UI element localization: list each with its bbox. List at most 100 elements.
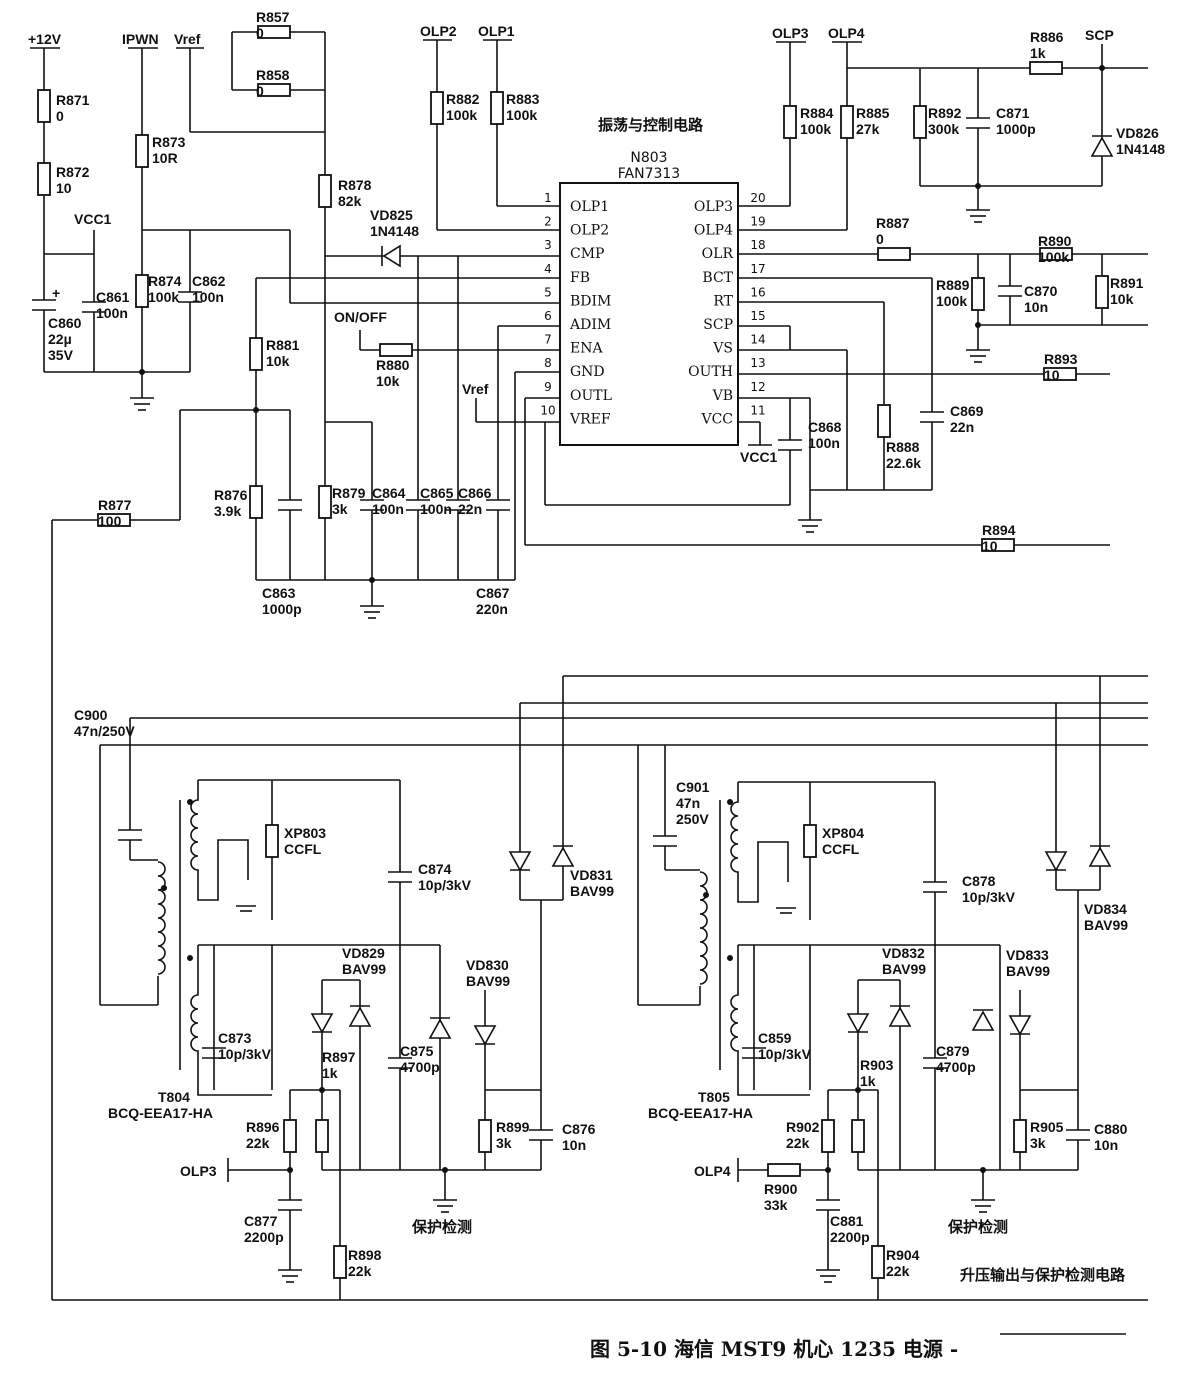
component-value: 100k — [148, 289, 179, 305]
ic-pin-number: 15 — [750, 309, 765, 323]
component-value: 10R — [152, 150, 178, 166]
component-ref: R874 — [148, 273, 182, 289]
component-ref: C879 — [936, 1043, 970, 1059]
component-value-2: 35V — [48, 347, 74, 363]
ic-part: FAN7313 — [618, 166, 680, 182]
component-ref: R896 — [246, 1119, 280, 1135]
net-label-vcc1-2: VCC1 — [740, 449, 778, 465]
component-ref: C901 — [676, 779, 710, 795]
component-labels: R8710R87210C86022µ35V+C861100nR87310RR87… — [48, 9, 1165, 1279]
ic-pin-name: OLP2 — [570, 223, 609, 239]
component-ref: C862 — [192, 273, 226, 289]
component-value: 10 — [1044, 367, 1060, 383]
component-value: 22n — [950, 419, 974, 435]
resistor-xp804 — [803, 824, 817, 858]
component-value: 22k — [786, 1135, 810, 1151]
net-label-vref: Vref — [174, 31, 201, 47]
capacitor-c868 — [776, 439, 804, 451]
component-value: 100k — [1038, 249, 1069, 265]
ground-symbol — [130, 397, 154, 411]
component-value: 10n — [562, 1137, 586, 1153]
ic-pin-name: BDIM — [570, 293, 611, 309]
component-value: 10p/3kV — [962, 889, 1016, 905]
component-value: 3k — [1030, 1135, 1046, 1151]
component-ref: C875 — [400, 1043, 434, 1059]
component-ref: C874 — [418, 861, 452, 877]
component-value: BAV99 — [1006, 963, 1050, 979]
capacitor-c871 — [964, 117, 992, 129]
component-value-2: 250V — [676, 811, 709, 827]
resistor-r894 — [981, 538, 1015, 552]
ic-pin-name: OUTL — [570, 388, 612, 404]
component-value: 100n — [192, 289, 224, 305]
component-ref: R879 — [332, 485, 366, 501]
component-value: 4700p — [400, 1059, 440, 1075]
net-label-olp1: OLP1 — [478, 23, 515, 39]
capacitor-c900 — [116, 829, 144, 841]
ic-pin-name: FB — [570, 270, 590, 286]
ic-left-pins: 1OLP12OLP23CMP4FB5BDIM6ADIM7ENA8GND9OUTL… — [540, 191, 612, 427]
diode-vd826 — [1090, 135, 1114, 157]
capacitors — [30, 117, 1092, 1211]
ic-pin-number: 1 — [544, 191, 552, 205]
component-ref: R892 — [928, 105, 962, 121]
component-value: 300k — [928, 121, 959, 137]
resistor-r888 — [877, 404, 891, 438]
component-value: 1000p — [262, 601, 302, 617]
resistor-r892 — [913, 105, 927, 139]
component-ref: VD826 — [1116, 125, 1159, 141]
resistor-r904 — [871, 1245, 885, 1279]
ic-pin-number: 4 — [544, 262, 552, 276]
component-ref: R883 — [506, 91, 540, 107]
ic-pin-number: 7 — [544, 333, 552, 347]
component-ref: R876 — [214, 487, 248, 503]
component-ref: R889 — [936, 277, 970, 293]
component-ref: C866 — [458, 485, 492, 501]
ic-pin-name: OLP4 — [694, 223, 733, 239]
capacitor-c881 — [814, 1199, 842, 1211]
ic-pin-number: 3 — [544, 238, 552, 252]
resistor-r889 — [971, 277, 985, 311]
component-ref: C860 — [48, 315, 82, 331]
resistor-r873 — [135, 134, 149, 168]
component-value: BAV99 — [466, 973, 510, 989]
component-ref: C865 — [420, 485, 454, 501]
component-value: 0 — [56, 108, 64, 124]
capacitor-c862 — [176, 291, 204, 303]
ground-symbol — [966, 209, 990, 223]
ic-ref: N803 — [630, 150, 667, 166]
component-ref: C881 — [830, 1213, 864, 1229]
ic-pin-name: RT — [713, 293, 733, 309]
component-value: 33k — [764, 1197, 788, 1213]
component-value: 100n — [420, 501, 452, 517]
capacitor-c879 — [921, 1057, 949, 1069]
net-label-olp4: OLP4 — [828, 25, 865, 41]
component-value: 1N4148 — [1116, 141, 1165, 157]
resistor-r876 — [249, 485, 263, 519]
component-ref: C900 — [74, 707, 108, 723]
component-ref: C869 — [950, 403, 984, 419]
ic-pin-name: VS — [712, 341, 733, 357]
component-ref: R890 — [1038, 233, 1072, 249]
capacitor-c880 — [1064, 1129, 1092, 1141]
resistor-r878 — [318, 174, 332, 208]
resistor-r881 — [249, 337, 263, 371]
component-ref: R903 — [860, 1057, 894, 1073]
component-ref: R885 — [856, 105, 890, 121]
component-ref: C863 — [262, 585, 296, 601]
capacitor-c874 — [386, 871, 414, 883]
diode-vd825 — [381, 244, 401, 268]
resistor-r879 — [318, 485, 332, 519]
ic-pin-name: VREF — [569, 411, 611, 427]
component-value: 22µ — [48, 331, 72, 347]
component-value: CCFL — [822, 841, 860, 857]
component-value: 82k — [338, 193, 362, 209]
resistor-r887 — [877, 247, 911, 261]
component-ref: C861 — [96, 289, 130, 305]
net-labels: +12V IPWN Vref VCC1 OLP2 OLP1 OLP3 OLP4 … — [28, 23, 1114, 1179]
resistor-r898 — [333, 1245, 347, 1279]
component-ref: C878 — [962, 873, 996, 889]
component-ref: VD825 — [370, 207, 413, 223]
ic-pin-name: ENA — [570, 341, 603, 357]
net-label-olp4-bottom: OLP4 — [694, 1163, 731, 1179]
